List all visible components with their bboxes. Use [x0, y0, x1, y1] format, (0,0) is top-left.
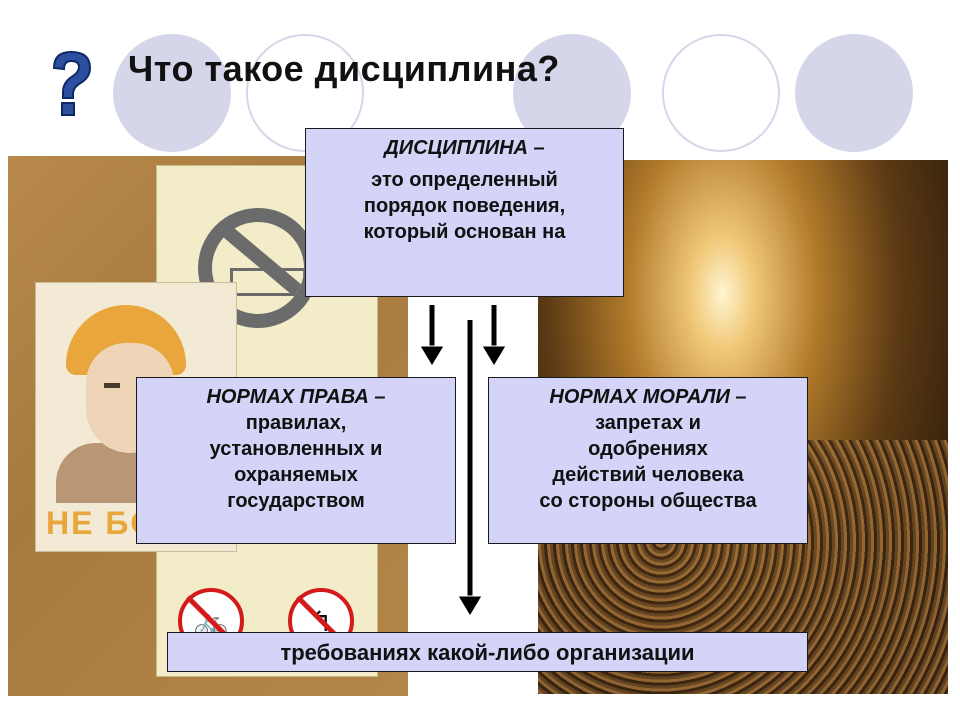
definition-line: который основан на	[363, 221, 566, 243]
law-norms-box: НОРМАХ ПРАВА – правилах, установленных и…	[136, 377, 456, 544]
moral-norms-box: НОРМАХ МОРАЛИ – запретах и одобрениях де…	[488, 377, 808, 544]
moral-norms-line: со стороны общества	[539, 490, 757, 512]
deco-circle-5	[795, 34, 913, 152]
moral-norms-line: запретах и	[595, 412, 701, 434]
definition-heading: ДИСЦИПЛИНА –	[384, 137, 545, 159]
moral-norms-line: действий человека	[552, 464, 744, 486]
page-title: Что такое дисциплина?	[128, 48, 560, 89]
law-norms-line: государством	[227, 490, 365, 512]
law-norms-heading: НОРМАХ ПРАВА –	[206, 386, 386, 408]
law-norms-line: охраняемых	[234, 464, 358, 486]
law-norms-line: правилах,	[245, 412, 347, 434]
moral-norms-heading: НОРМАХ МОРАЛИ –	[549, 386, 747, 408]
question-mark-icon	[52, 50, 92, 116]
definition-line: порядок поведения,	[363, 195, 566, 217]
poster-eye-left	[104, 383, 120, 388]
definition-line: это определенный	[371, 169, 558, 191]
deco-circle-4	[662, 34, 780, 152]
moral-norms-line: одобрениях	[588, 438, 708, 460]
deco-circle-1	[113, 34, 231, 152]
law-norms-line: установленных и	[209, 438, 383, 460]
organization-requirements-box: требованиях какой-либо организации	[167, 632, 808, 672]
discipline-definition-box: ДИСЦИПЛИНА – это определенный порядок по…	[305, 128, 624, 297]
